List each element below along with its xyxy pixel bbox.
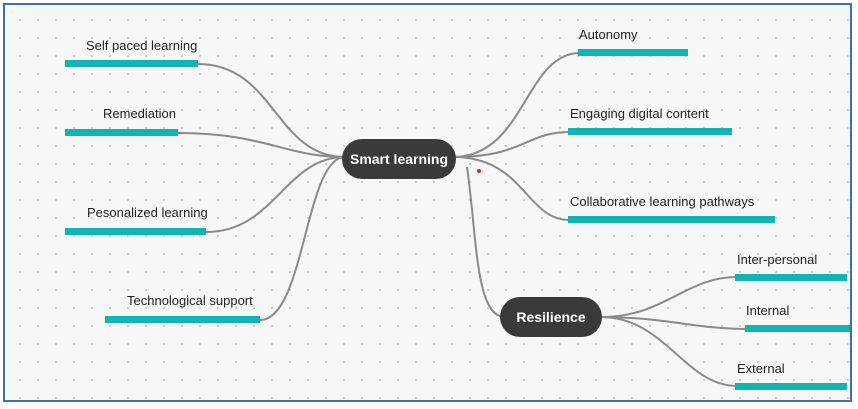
link-remediation — [177, 132, 346, 158]
leaf-bar — [568, 216, 775, 223]
leaf-label-external[interactable]: External — [737, 361, 785, 376]
link-collaborative — [452, 156, 571, 221]
leaf-bar — [65, 60, 198, 67]
leaf-label-collaborative[interactable]: Collaborative learning pathways — [570, 194, 755, 209]
leaf-label-internal[interactable]: Internal — [746, 303, 790, 318]
link-external — [600, 316, 738, 387]
link-self-paced — [197, 63, 346, 158]
resilience-node[interactable]: Resilience — [500, 297, 602, 337]
leaf-label-autonomy[interactable]: Autonomy — [579, 27, 638, 42]
link-technological — [259, 156, 346, 321]
red-marker-dot — [477, 169, 481, 173]
link-autonomy — [452, 52, 581, 158]
leaf-bar — [745, 325, 850, 332]
link-engaging — [452, 131, 571, 158]
central-node-label: Smart learning — [349, 151, 449, 167]
leaf-bar — [578, 49, 688, 56]
leaf-label-engaging[interactable]: Engaging digital content — [570, 106, 709, 121]
leaf-bar — [735, 274, 847, 281]
leaf-bar — [568, 128, 732, 135]
mindmap-canvas: Self paced learning Remediation Pesonali… — [3, 3, 852, 402]
link-pesonalized — [205, 156, 346, 233]
link-internal — [600, 316, 748, 330]
leaf-label-inter-personal[interactable]: Inter-personal — [737, 252, 818, 267]
leaf-label-pesonalized[interactable]: Pesonalized learning — [87, 205, 208, 220]
link-inter-personal — [600, 276, 738, 318]
leaf-bar — [105, 316, 260, 323]
central-node[interactable]: Smart learning — [342, 139, 456, 179]
leaf-label-self-paced[interactable]: Self paced learning — [86, 38, 198, 53]
link-resilience — [466, 166, 506, 318]
leaf-bar — [735, 383, 847, 390]
mindmap-links — [177, 52, 748, 387]
leaf-label-remediation[interactable]: Remediation — [103, 106, 176, 121]
resilience-node-label: Resilience — [516, 309, 586, 325]
leaf-bar — [65, 228, 206, 235]
leaf-label-technological[interactable]: Technological support — [127, 293, 253, 308]
leaf-bar — [65, 129, 178, 136]
